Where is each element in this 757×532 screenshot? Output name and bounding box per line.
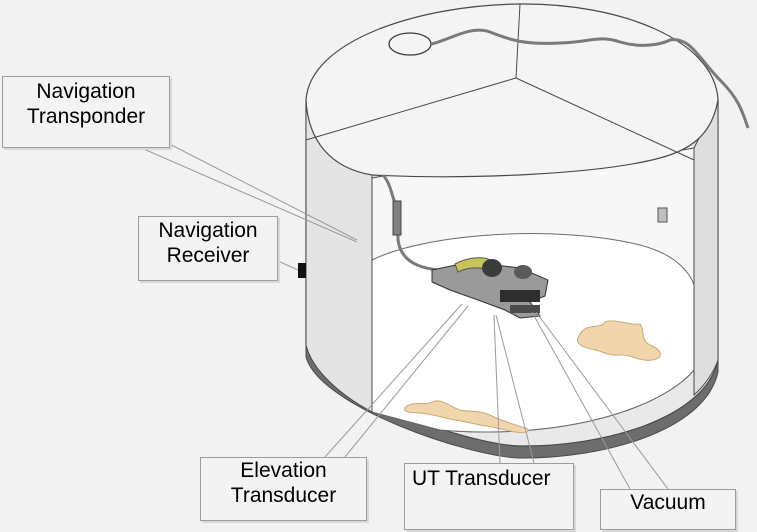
- callout-line: Elevation: [240, 459, 327, 482]
- leader-line-ut: [493, 314, 501, 464]
- wall-marker: [657, 207, 668, 223]
- leader-line-receiver: [277, 260, 299, 271]
- callout-line: Transducer: [230, 484, 337, 507]
- tank-right-wall: [693, 99, 719, 397]
- callout-ut-transducer: UT Transducer: [404, 463, 574, 530]
- callout-line: UT Transducer: [412, 467, 551, 490]
- tether-cable: [430, 28, 750, 129]
- leader-line-vacuum: [535, 311, 669, 490]
- leader-line-elevation: [324, 303, 463, 458]
- callout-elevation-transducer: Elevation Transducer: [200, 457, 367, 521]
- leader-line-vacuum: [531, 311, 631, 490]
- sediment-patch: [404, 400, 529, 433]
- sediment-patch: [577, 320, 661, 361]
- leader-line-elevation: [344, 305, 469, 458]
- tank-left-wall: [305, 99, 373, 413]
- tank-roof: [305, 3, 719, 178]
- callout-line: Receiver: [166, 244, 250, 267]
- leader-lines: [106, 132, 669, 490]
- tank-floor: [371, 233, 696, 433]
- callout-navigation-receiver: Navigation Receiver: [138, 216, 278, 281]
- callout-vacuum: Vacuum: [600, 489, 736, 530]
- leader-line-transponder: [147, 132, 358, 241]
- leader-line-transponder: [106, 132, 358, 243]
- roof-seam: [515, 77, 695, 161]
- leader-line-ut: [495, 314, 535, 464]
- navigation-receiver-device: [298, 263, 306, 278]
- roof-hatch: [388, 32, 432, 56]
- callout-navigation-transponder: Navigation Transponder: [2, 76, 170, 148]
- navigation-transponder-device: [392, 200, 402, 236]
- callout-line: Vacuum: [630, 491, 706, 514]
- callout-line: Navigation: [158, 219, 258, 242]
- callout-line: Navigation: [36, 80, 136, 103]
- callout-line: Transponder: [26, 105, 146, 128]
- inspection-robot: [431, 257, 549, 319]
